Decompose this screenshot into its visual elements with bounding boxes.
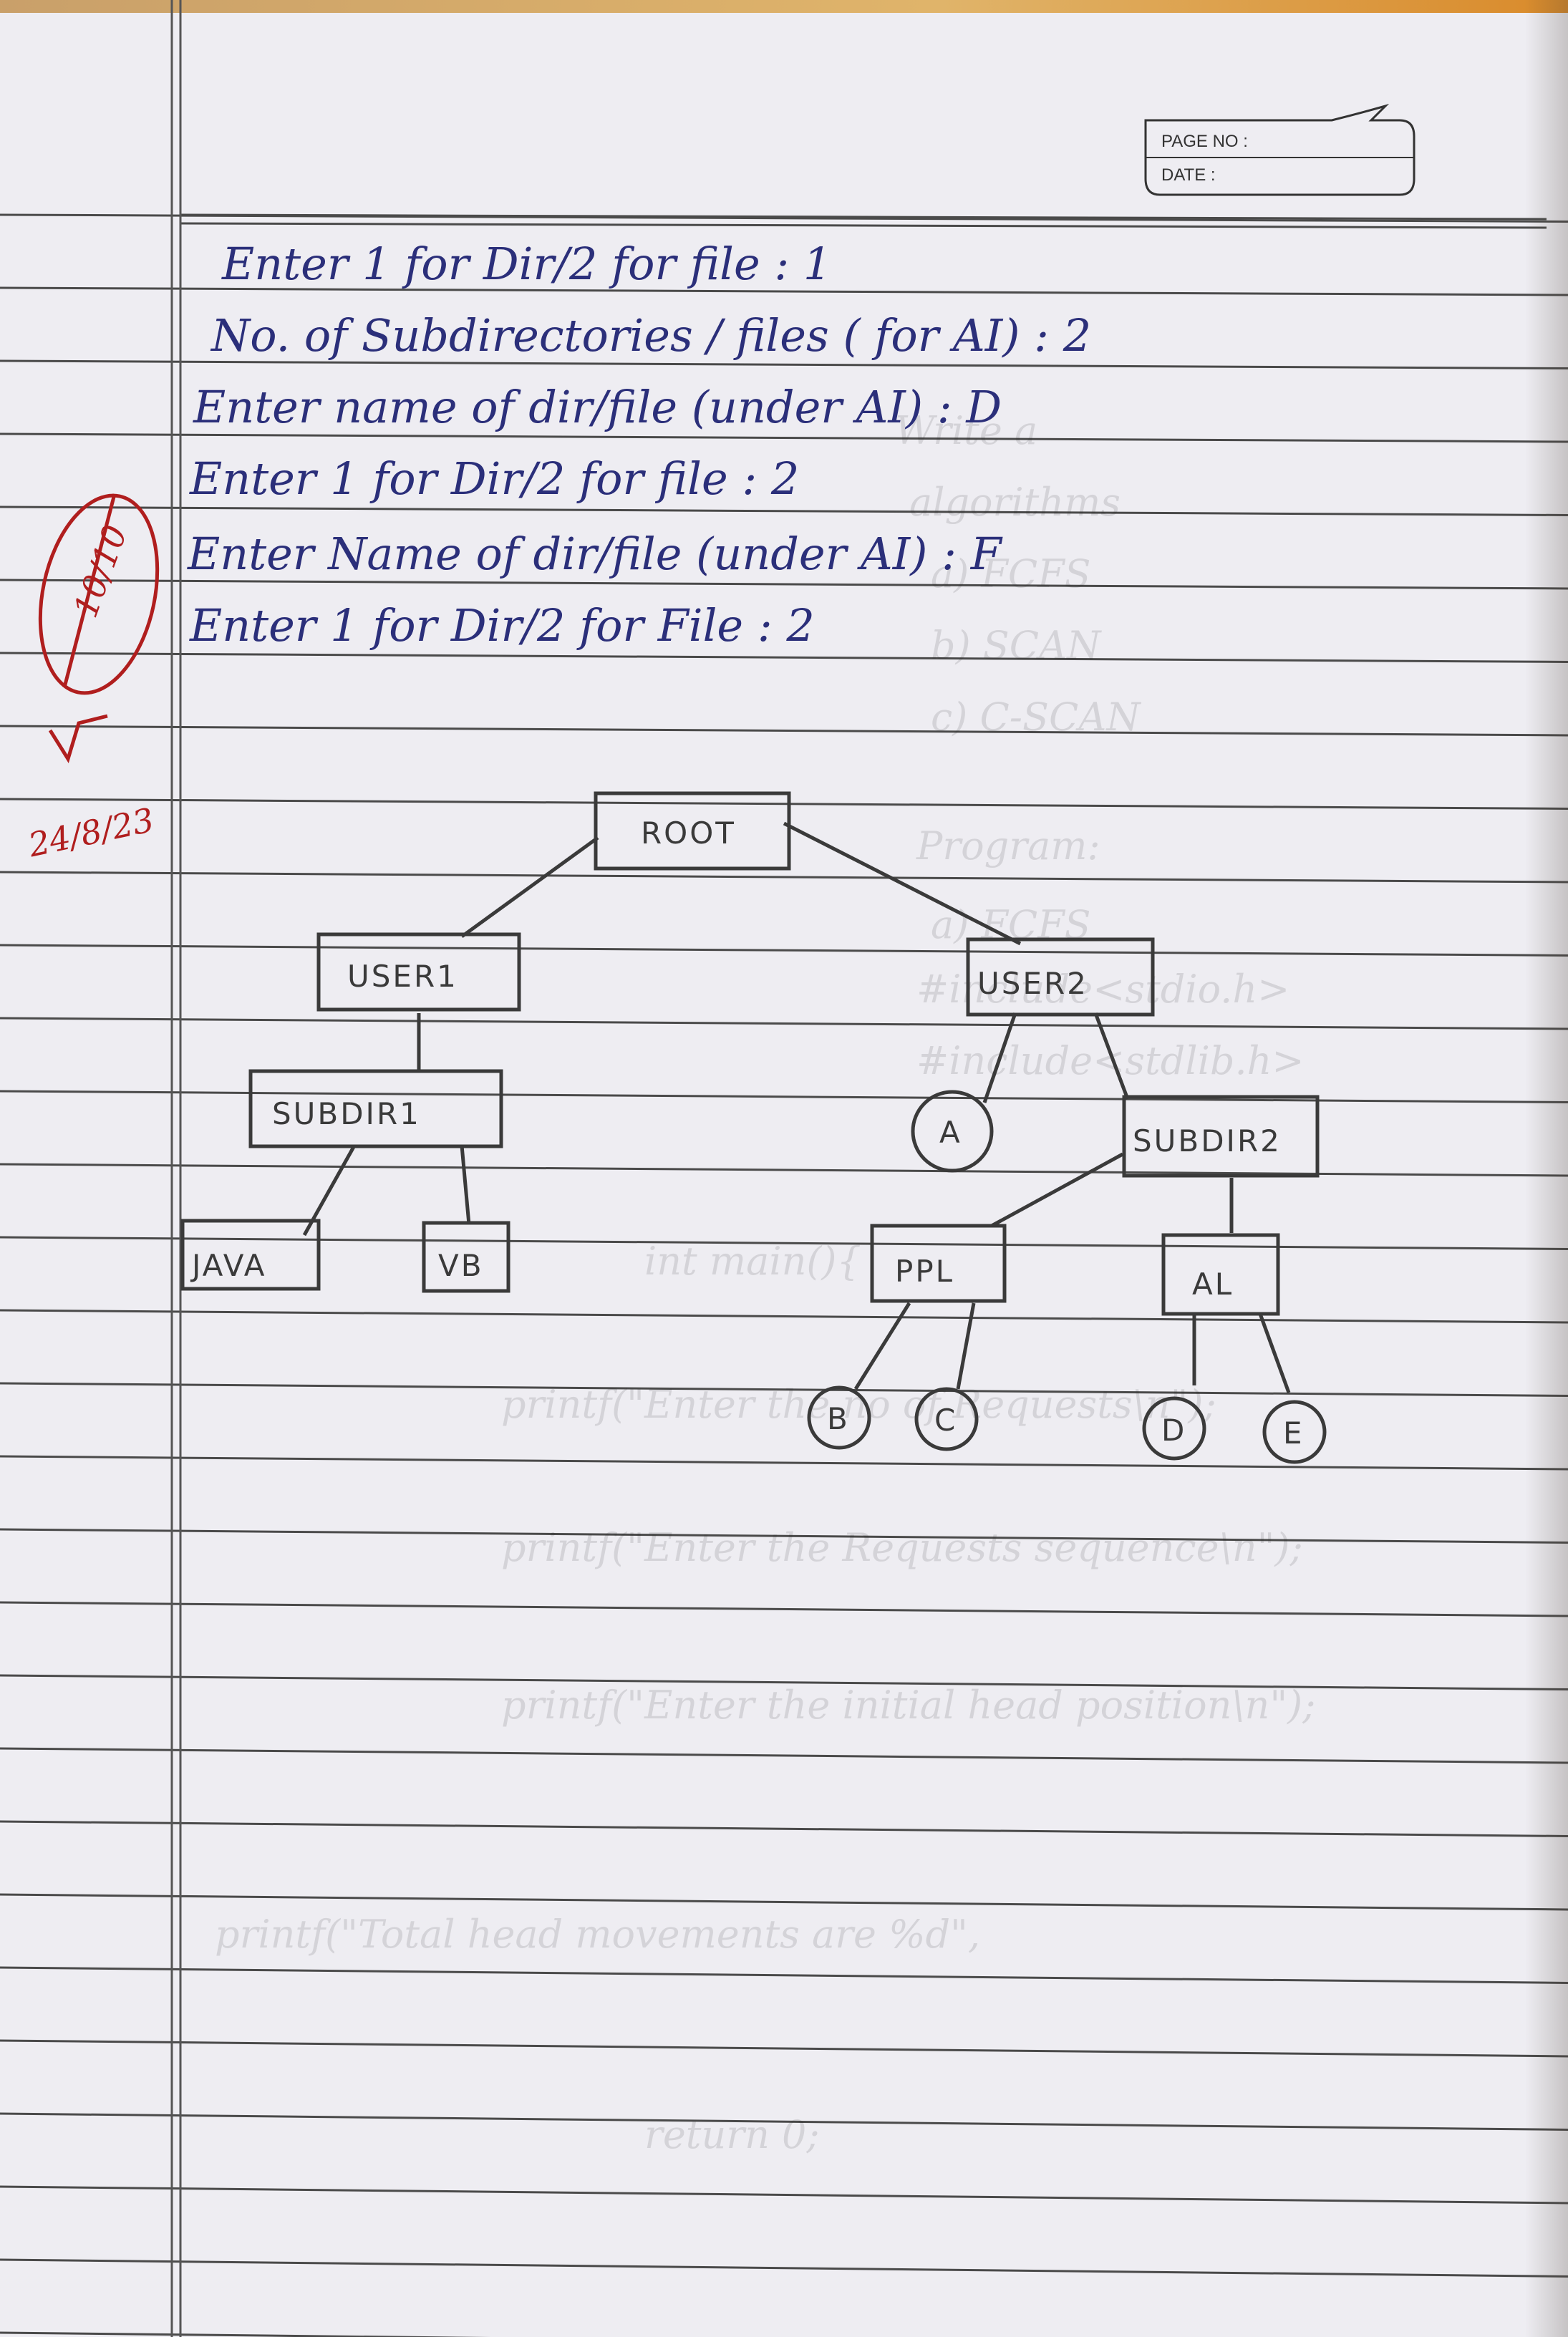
svg-text:#include<stdio.h>: #include<stdio.h> xyxy=(916,967,1289,1012)
svg-text:printf("Total head movements a: printf("Total head movements are %d", xyxy=(215,1912,980,1957)
margin-lines xyxy=(170,0,182,2337)
rule-line xyxy=(0,1382,1568,1397)
node-subdir1: SUBDIR1 xyxy=(272,1096,421,1131)
page-top-edge xyxy=(0,0,1568,13)
rule-line xyxy=(0,579,1568,590)
node-b: B xyxy=(827,1401,850,1436)
rule-line xyxy=(0,2331,493,2337)
svg-text:c) C-SCAN: c) C-SCAN xyxy=(931,695,1141,740)
rule-line xyxy=(0,1309,1568,1324)
rule-line xyxy=(0,286,1568,296)
page-no-label: PAGE NO : xyxy=(1161,132,1248,151)
svg-text:Program:: Program: xyxy=(916,823,1100,868)
svg-text:#include<stdlib.h>: #include<stdlib.h> xyxy=(916,1038,1305,1083)
page-header-box: PAGE NO : DATE : xyxy=(1144,103,1415,196)
rule-line xyxy=(0,652,1568,663)
hand-line-1: Enter 1 for Dir/2 for file : 1 xyxy=(221,238,831,290)
node-c: C xyxy=(934,1403,957,1438)
rule-line xyxy=(0,1017,1568,1030)
rule-line xyxy=(0,1966,1568,1984)
node-java: JAVA xyxy=(190,1248,266,1283)
grade-mark: 10/10 24/8/23 xyxy=(24,493,160,865)
svg-text:return 0;: return 0; xyxy=(644,2112,820,2157)
svg-text:printf("Enter the no of Reques: printf("Enter the no of Requests\n"); xyxy=(501,1382,1216,1427)
grader-initial xyxy=(48,714,108,764)
hand-line-5: Enter Name of dir/file (under AI) : F xyxy=(187,528,1003,580)
rule-line xyxy=(0,359,1568,369)
ruled-lines xyxy=(0,213,1568,2337)
rule-line xyxy=(0,1820,1568,1837)
header-rule xyxy=(180,222,1547,229)
node-root: ROOT xyxy=(641,816,736,851)
svg-text:printf("Enter the initial head: printf("Enter the initial head position\… xyxy=(501,1683,1315,1728)
rule-line xyxy=(0,1528,1568,1544)
tree-labels: ROOT USER1 USER2 SUBDIR1 SUBDIR2 JAVA VB… xyxy=(190,816,1305,1451)
grade-score: 10/10 xyxy=(66,520,135,622)
rule-line xyxy=(0,798,1568,810)
rule-line xyxy=(0,944,1568,957)
grade-date: 24/8/23 xyxy=(24,800,158,865)
rule-line xyxy=(0,2258,1568,2278)
rule-line xyxy=(0,1747,1568,1764)
hand-line-3: Enter name of dir/file (under AI) : D xyxy=(193,381,1002,433)
rule-line xyxy=(0,505,1568,516)
node-user2: USER2 xyxy=(977,966,1088,1001)
svg-text:algorithms: algorithms xyxy=(909,480,1121,525)
svg-text:a) FCFS: a) FCFS xyxy=(931,551,1091,596)
rule-line xyxy=(0,1236,1568,1250)
node-al: AL xyxy=(1192,1267,1234,1302)
hand-line-4: Enter 1 for Dir/2 for file : 2 xyxy=(189,453,799,505)
rule-line xyxy=(0,1674,1568,1690)
node-vb: VB xyxy=(438,1248,484,1283)
directory-tree xyxy=(180,791,1327,1464)
node-d: D xyxy=(1161,1413,1186,1448)
node-a: A xyxy=(939,1115,962,1150)
date-label: DATE : xyxy=(1161,165,1216,185)
node-user1: USER1 xyxy=(347,959,458,994)
rule-line xyxy=(0,871,1568,884)
svg-text:printf("Enter the Requests seq: printf("Enter the Requests sequence\n"); xyxy=(501,1525,1303,1570)
rule-line xyxy=(0,2185,1568,2205)
page-right-shadow xyxy=(1525,0,1568,2337)
rule-line xyxy=(0,2112,1568,2131)
rule-line xyxy=(0,1090,1568,1103)
svg-text:int main(){: int main(){ xyxy=(644,1239,861,1284)
header-rule xyxy=(180,213,1547,221)
node-subdir2: SUBDIR2 xyxy=(1133,1123,1282,1158)
rule-line xyxy=(0,725,1568,737)
bleed-through: Write a algorithms a) FCFS b) SCAN c) C-… xyxy=(215,408,1315,2157)
svg-text:Write a: Write a xyxy=(895,408,1037,453)
rule-line xyxy=(0,1893,1568,1911)
node-ppl: PPL xyxy=(895,1254,954,1289)
handwritten-text: Enter 1 for Dir/2 for file : 1 No. of Su… xyxy=(187,238,1091,652)
rule-line xyxy=(0,2039,1568,2058)
node-e: E xyxy=(1283,1416,1305,1451)
rule-line xyxy=(0,1601,1568,1617)
hand-line-6: Enter 1 for Dir/2 for File : 2 xyxy=(189,599,815,652)
rule-line xyxy=(0,432,1568,443)
svg-text:b) SCAN: b) SCAN xyxy=(931,623,1102,668)
rule-line xyxy=(0,1455,1568,1471)
rule-line xyxy=(0,1163,1568,1177)
hand-line-2: No. of Subdirectories / files ( for AI) … xyxy=(210,309,1091,362)
